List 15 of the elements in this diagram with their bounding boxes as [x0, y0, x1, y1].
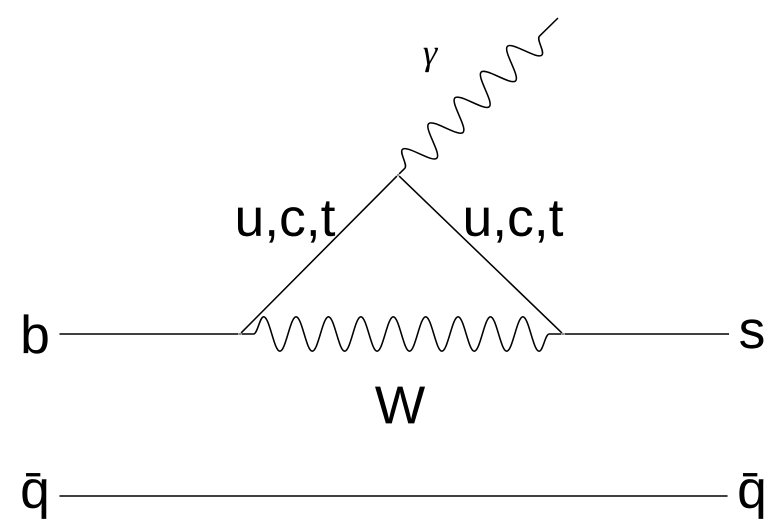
edge-label: u,c,t — [238, 201, 336, 243]
particle-line — [240, 176, 398, 334]
particle-line — [564, 333, 730, 335]
particle-line — [398, 176, 562, 334]
particle-label: q̄ — [22, 473, 46, 519]
wavy-line — [242, 316, 562, 352]
edge-label: γ — [423, 48, 438, 72]
edge-label: W — [375, 386, 426, 424]
wavy-line — [398, 17, 559, 174]
particle-label: b — [24, 314, 48, 354]
edge-label: u,c,t — [466, 201, 564, 243]
particle-label: q̄ — [739, 473, 764, 519]
particle-label: s — [740, 319, 764, 349]
particle-line — [59, 333, 238, 335]
particle-line — [59, 495, 728, 497]
